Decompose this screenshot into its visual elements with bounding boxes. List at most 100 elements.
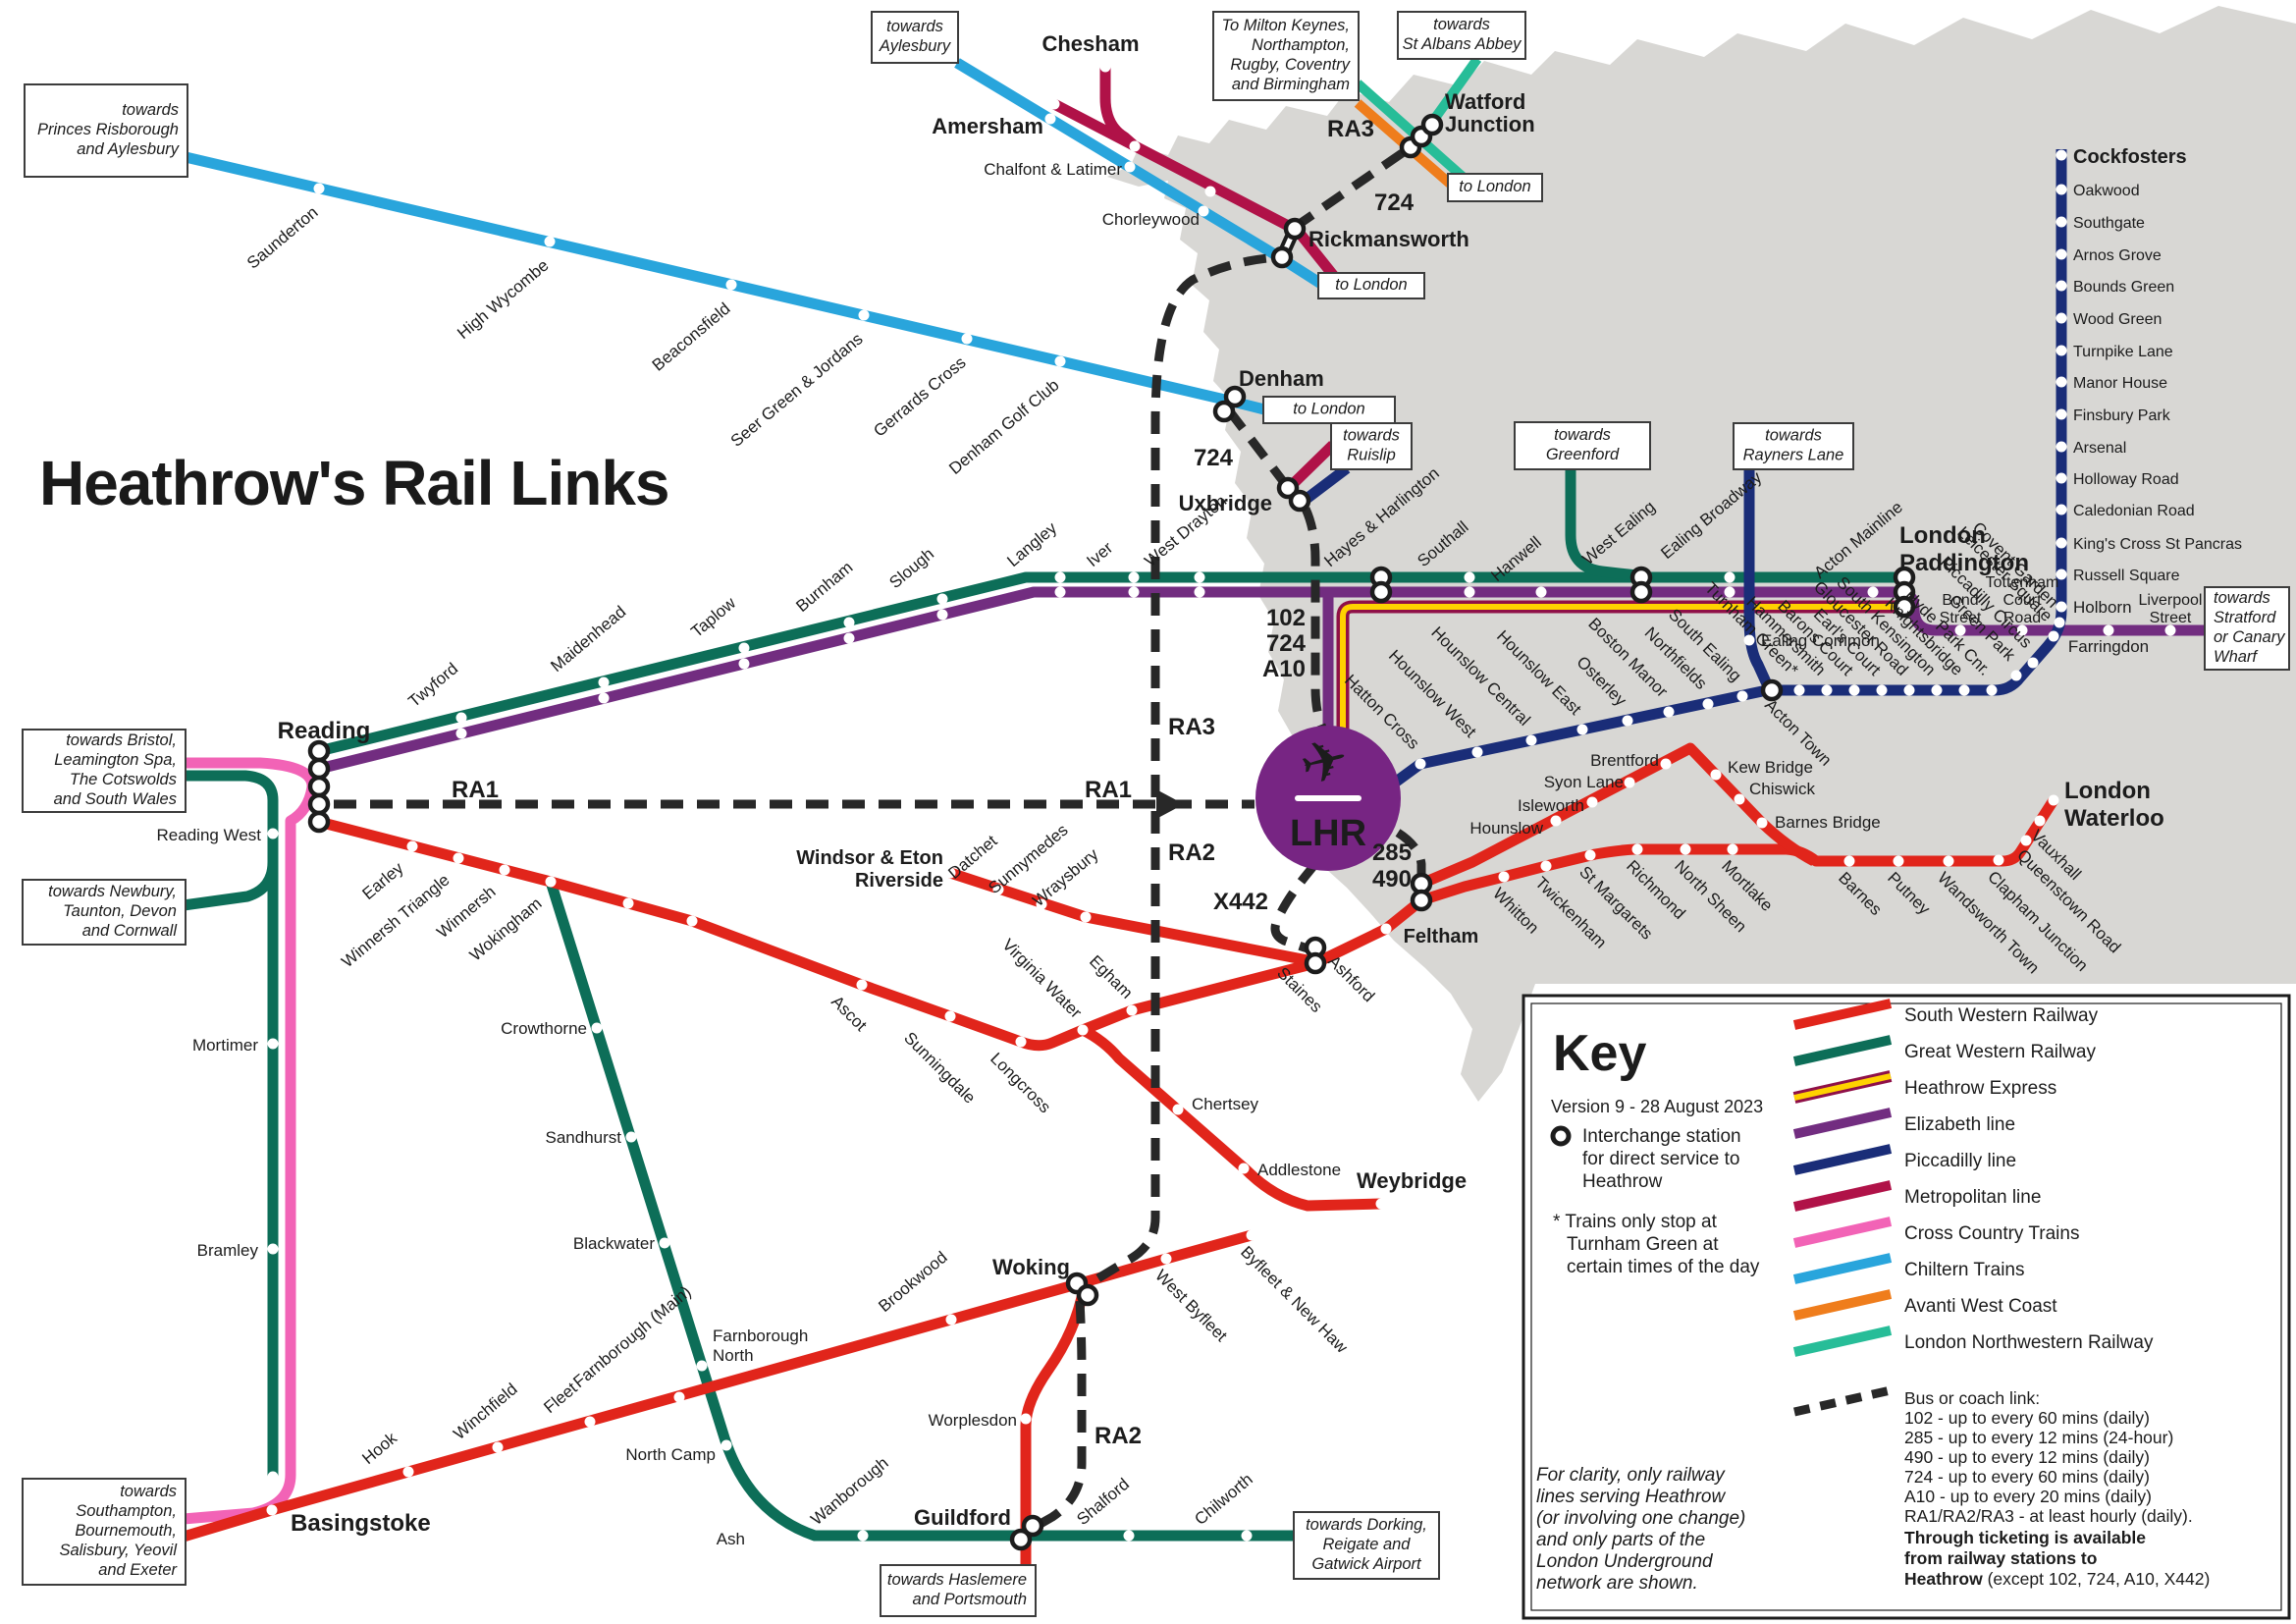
label-ra1: RA1 bbox=[452, 777, 499, 803]
label-blackwater: Blackwater bbox=[573, 1234, 655, 1253]
label-basingstoke: Basingstoke bbox=[291, 1510, 431, 1537]
route-box-text: Salisbury, Yeovil bbox=[59, 1542, 178, 1559]
interchange-station bbox=[307, 810, 331, 834]
key-label-metropolitan-line: Metropolitan line bbox=[1904, 1187, 2041, 1208]
label-chilworth: Chilworth bbox=[1191, 1470, 1255, 1529]
route-box-frame bbox=[1293, 1511, 1440, 1580]
station-dot bbox=[2048, 794, 2059, 806]
key-label-piccadilly-line: Piccadilly line bbox=[1904, 1151, 2016, 1171]
station-dot bbox=[544, 236, 556, 247]
route-box-frame bbox=[1262, 396, 1396, 424]
interchange-station bbox=[1009, 1528, 1033, 1551]
station-dot bbox=[2016, 624, 2028, 636]
station-dot bbox=[1080, 911, 1092, 923]
station-dot bbox=[1380, 923, 1392, 935]
route-box-text: Wharf bbox=[2214, 648, 2259, 666]
label-street: Street bbox=[1940, 610, 1982, 626]
interchange-station bbox=[1276, 476, 1300, 500]
station-dot bbox=[591, 1022, 603, 1034]
station-dot bbox=[2056, 441, 2067, 453]
label-paddington: Paddington bbox=[1899, 550, 2029, 576]
station-dot bbox=[2056, 408, 2067, 420]
label-london: London bbox=[1899, 522, 1986, 549]
label-north-camp: North Camp bbox=[625, 1445, 716, 1464]
station-dot bbox=[1663, 706, 1675, 718]
station-dot bbox=[267, 828, 279, 839]
label-ra1: RA1 bbox=[1085, 777, 1132, 803]
key-clarity-note: and only parts of the bbox=[1536, 1530, 1705, 1550]
label-street: Street bbox=[2150, 610, 2192, 626]
station-dot bbox=[1015, 1036, 1027, 1048]
route-box-text: or Canary bbox=[2214, 628, 2286, 646]
station-dot bbox=[455, 728, 467, 739]
station-dot bbox=[1550, 815, 1562, 827]
label-ascot: Ascot bbox=[828, 992, 871, 1035]
line-gwr-greenford bbox=[1565, 469, 1638, 581]
label-a10: A10 bbox=[1262, 656, 1306, 682]
station-dot bbox=[1876, 684, 1888, 696]
key-bus-line: 102 - up to every 60 mins (daily) bbox=[1904, 1408, 2150, 1428]
station-dot bbox=[1123, 1530, 1135, 1542]
interchange-station bbox=[307, 757, 331, 781]
station-dot bbox=[2056, 537, 2067, 549]
route-box-to-london: to London bbox=[1447, 173, 1543, 202]
station-dot bbox=[1464, 586, 1475, 598]
key-clarity-note: network are shown. bbox=[1536, 1573, 1698, 1594]
station-dot bbox=[584, 1416, 596, 1428]
label-riverside: Riverside bbox=[855, 870, 943, 892]
label-oakwood: Oakwood bbox=[2073, 183, 2140, 199]
station-dot bbox=[598, 677, 610, 688]
route-box-text: Greenford bbox=[1546, 446, 1620, 463]
line-bus-ra3 bbox=[1150, 252, 1280, 797]
label-iver: Iver bbox=[1083, 538, 1116, 570]
station-dot bbox=[1586, 796, 1598, 808]
label-arsenal: Arsenal bbox=[2073, 440, 2126, 457]
line-metropolitan-uxbridge bbox=[1286, 441, 1337, 491]
interchange-station bbox=[307, 792, 331, 816]
station-dot bbox=[1724, 571, 1735, 583]
key-through-ticketing-last: Heathrow (except 102, 724, A10, X442) bbox=[1904, 1569, 2210, 1589]
station-dot bbox=[1793, 684, 1805, 696]
station-dot bbox=[1756, 817, 1768, 829]
route-box-text: to London bbox=[1335, 276, 1407, 294]
route-box-frame bbox=[22, 1478, 187, 1586]
station-dot bbox=[2056, 184, 2067, 195]
label-woking: Woking bbox=[992, 1255, 1070, 1279]
station-dot bbox=[1576, 724, 1588, 735]
station-dot bbox=[1525, 734, 1537, 746]
station-dot bbox=[1077, 1024, 1089, 1036]
ra1-direction-arrow bbox=[1156, 789, 1184, 819]
station-dot bbox=[622, 897, 634, 909]
label-ra2: RA2 bbox=[1168, 839, 1215, 866]
station-dot bbox=[1194, 586, 1205, 598]
route-box-text: Stratford bbox=[2214, 609, 2276, 626]
label-chorleywood: Chorleywood bbox=[1102, 210, 1200, 229]
key-swatch-chiltern-trains bbox=[1792, 1253, 1893, 1284]
label-addlestone: Addlestone bbox=[1257, 1161, 1341, 1179]
lhr-code: LHR bbox=[1290, 813, 1366, 854]
label-reading-west: Reading West bbox=[157, 826, 262, 844]
route-box-text: Northampton, bbox=[1252, 36, 1350, 54]
route-box-to-london: to London bbox=[1262, 396, 1396, 424]
route-box-frame bbox=[1447, 173, 1543, 202]
station-dot bbox=[1054, 355, 1066, 367]
station-dot bbox=[992, 884, 1004, 895]
line-metropolitan-chesham bbox=[1099, 67, 1137, 149]
key-label-chiltern-trains: Chiltern Trains bbox=[1904, 1260, 2025, 1280]
label-syon-lane: Syon Lane bbox=[1544, 773, 1624, 791]
station-dot bbox=[1821, 684, 1833, 696]
station-dot bbox=[738, 658, 750, 670]
label-x442: X442 bbox=[1213, 889, 1268, 915]
label-hook: Hook bbox=[358, 1429, 400, 1468]
station-dot bbox=[267, 1038, 279, 1050]
route-box-text: The Cotswolds bbox=[70, 771, 177, 788]
route-box-frame bbox=[1212, 11, 1360, 101]
station-dot bbox=[1246, 1229, 1257, 1241]
station-dot bbox=[1993, 854, 2004, 866]
station-dot bbox=[1622, 715, 1633, 727]
route-box-text: and Portsmouth bbox=[913, 1591, 1027, 1608]
